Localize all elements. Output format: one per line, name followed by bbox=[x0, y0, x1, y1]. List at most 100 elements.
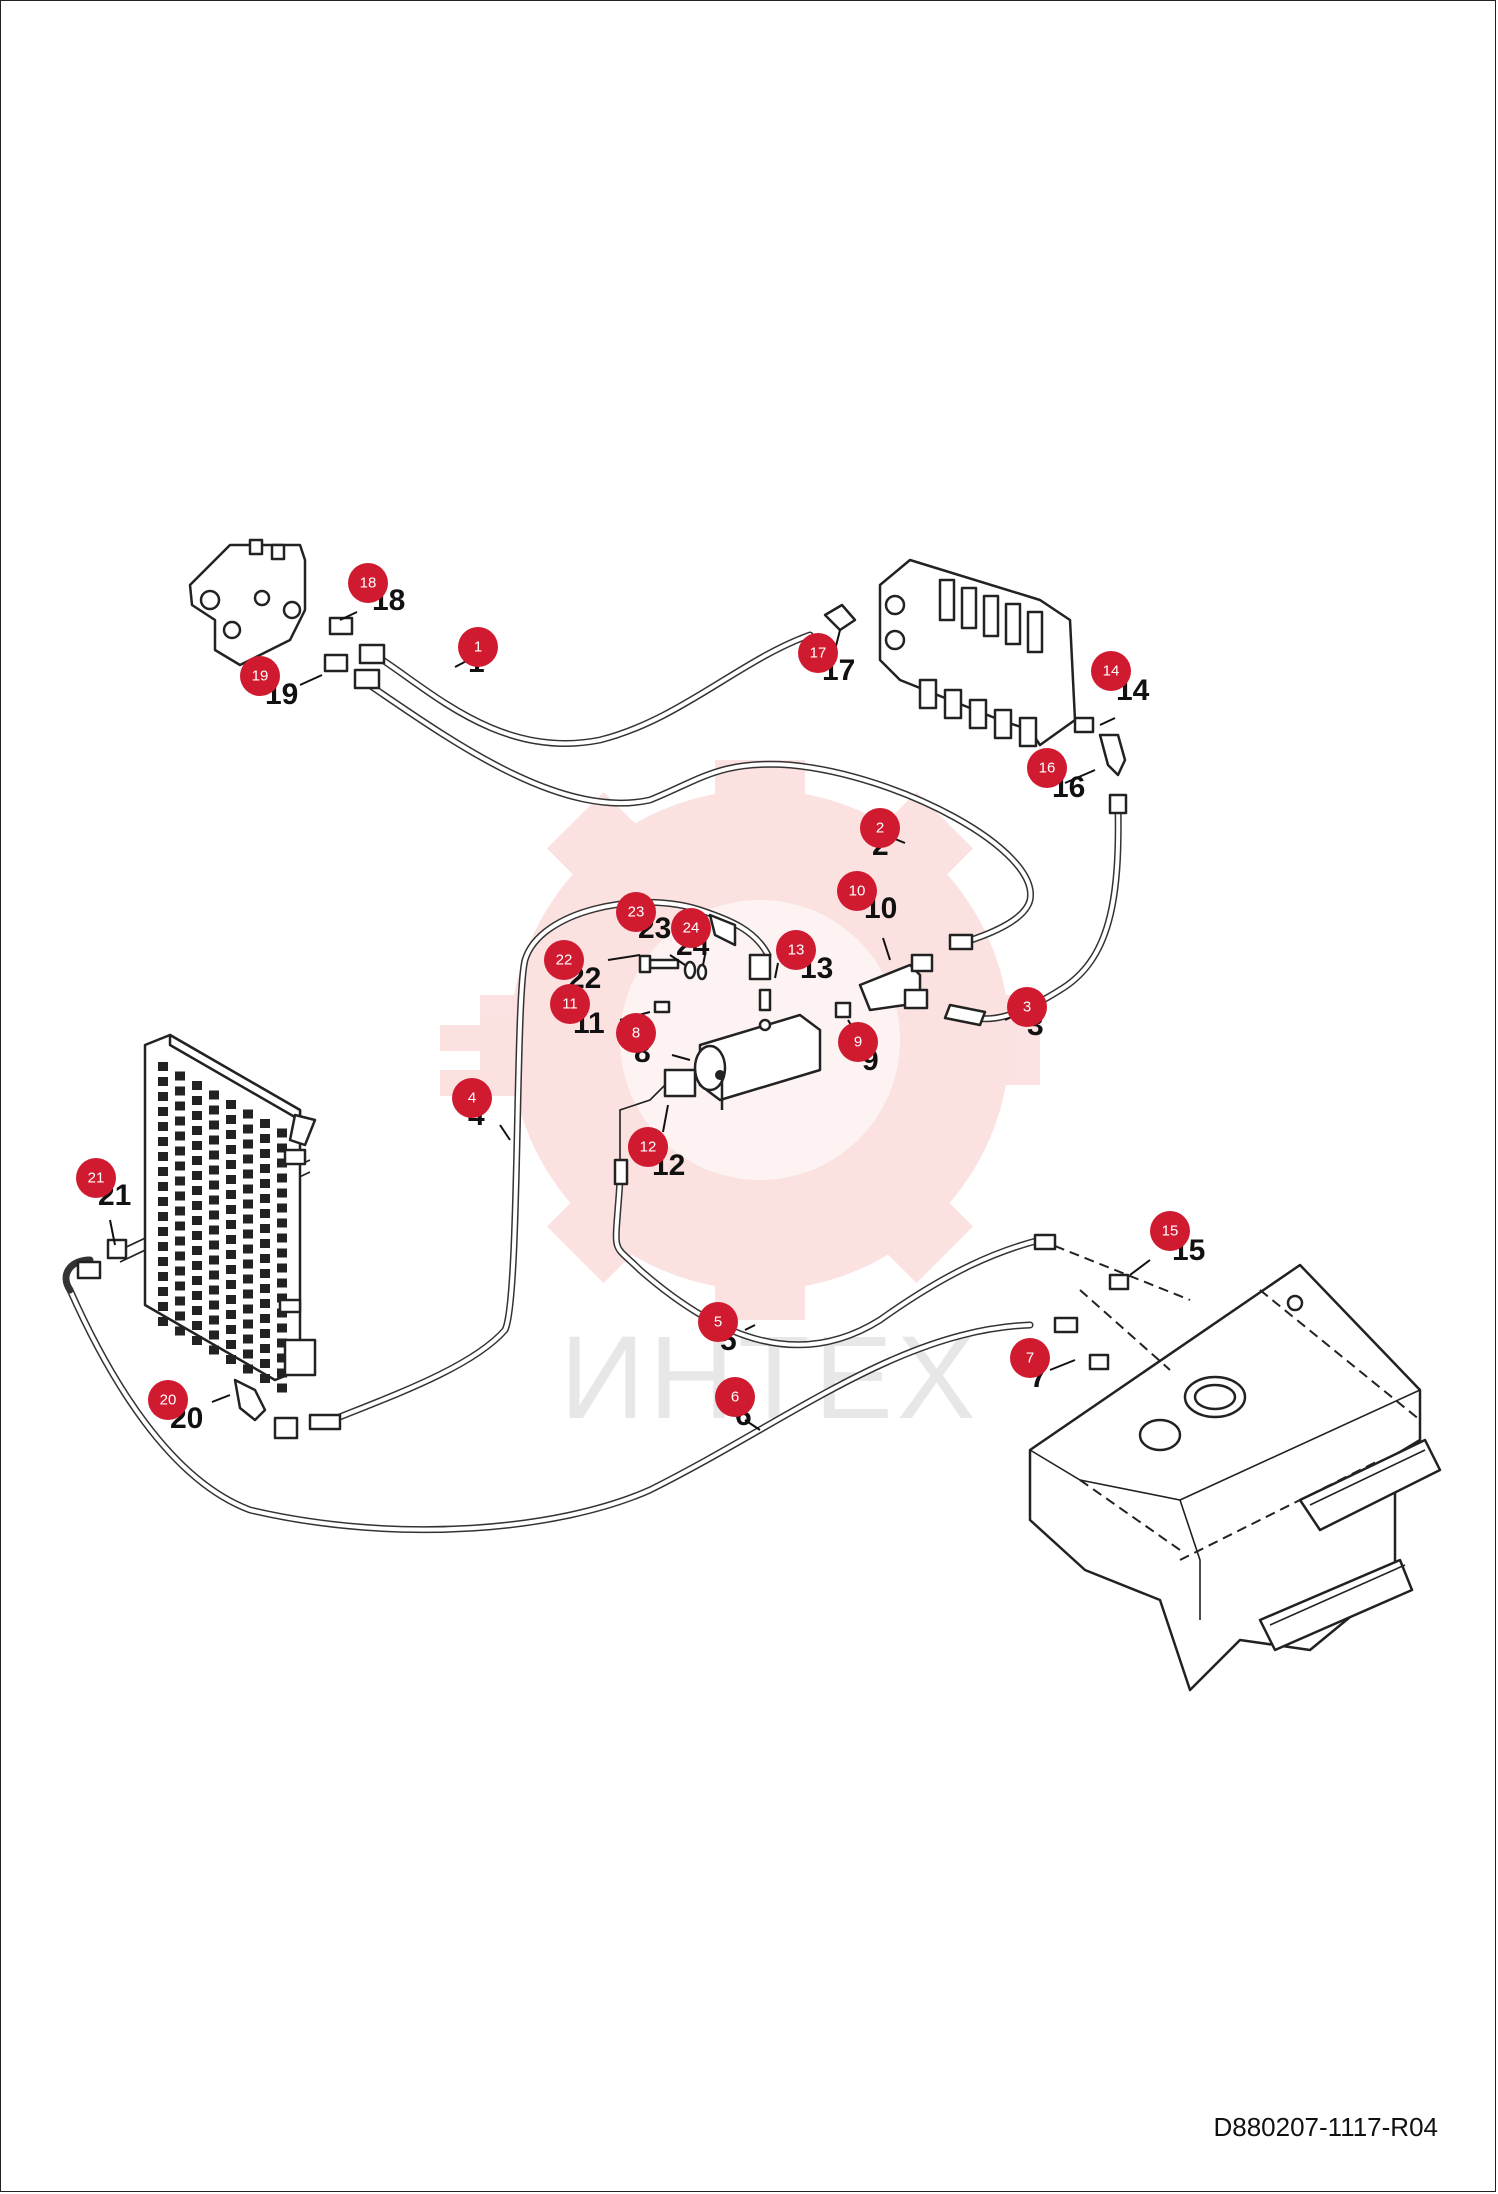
grille-slot bbox=[209, 1315, 219, 1325]
grille-slot bbox=[226, 1130, 236, 1139]
badge-text-12: 12 bbox=[640, 1139, 657, 1156]
grille-slot bbox=[209, 1210, 219, 1220]
badge-text-3: 3 bbox=[1023, 999, 1031, 1016]
callout-badge-13[interactable]: 13 bbox=[776, 930, 816, 970]
callout-badge-16[interactable]: 16 bbox=[1027, 748, 1067, 788]
priority-valve bbox=[188, 538, 386, 690]
callout-badge-10[interactable]: 10 bbox=[837, 871, 877, 911]
hoses bbox=[62, 631, 1122, 1534]
callout-badge-20[interactable]: 20 bbox=[148, 1380, 188, 1420]
badge-circle-23 bbox=[616, 892, 656, 932]
grille-slot bbox=[277, 1233, 287, 1243]
grille-slot bbox=[226, 1250, 236, 1259]
grille-slot bbox=[226, 1235, 236, 1244]
badge-circle-12 bbox=[628, 1127, 668, 1167]
callout-badge-18[interactable]: 18 bbox=[348, 563, 388, 603]
grille-slot bbox=[277, 1278, 287, 1288]
grille-slot bbox=[158, 1062, 168, 1071]
grille-slot bbox=[226, 1160, 236, 1169]
grille-slot bbox=[175, 1236, 185, 1246]
badge-circle-6 bbox=[715, 1377, 755, 1417]
grille-slot bbox=[226, 1340, 236, 1349]
grille-slot bbox=[175, 1281, 185, 1291]
badge-circle-5 bbox=[698, 1302, 738, 1342]
grille-slot bbox=[158, 1092, 168, 1101]
grille-slot bbox=[192, 1186, 202, 1195]
grille-slot bbox=[243, 1244, 253, 1254]
grille-slot bbox=[158, 1227, 168, 1236]
callout-badge-12[interactable]: 12 bbox=[628, 1127, 668, 1167]
grille-slot bbox=[226, 1265, 236, 1274]
grille-slot bbox=[260, 1284, 270, 1293]
callout-badge-3[interactable]: 3 bbox=[1007, 987, 1047, 1027]
grille-slot bbox=[260, 1359, 270, 1368]
callout-badge-1[interactable]: 1 bbox=[458, 627, 498, 667]
grille-slot bbox=[277, 1263, 287, 1273]
callout-badge-23[interactable]: 23 bbox=[616, 892, 656, 932]
badge-circle-17 bbox=[798, 633, 838, 673]
grille-slot bbox=[209, 1195, 219, 1205]
grille-slot bbox=[243, 1124, 253, 1134]
grille-slot bbox=[243, 1274, 253, 1284]
grille-slot bbox=[260, 1164, 270, 1173]
grille-slot bbox=[209, 1120, 219, 1130]
oil-cooler bbox=[76, 1033, 342, 1440]
callout-badge-6[interactable]: 6 bbox=[715, 1377, 755, 1417]
grille-slot bbox=[260, 1209, 270, 1218]
badge-text-18: 18 bbox=[360, 575, 377, 592]
callout-badge-9[interactable]: 9 bbox=[838, 1022, 878, 1062]
grille-slot bbox=[277, 1338, 287, 1348]
grille-slot bbox=[277, 1368, 287, 1378]
grille-slot bbox=[226, 1205, 236, 1214]
grille-slot bbox=[209, 1135, 219, 1145]
badge-text-9: 9 bbox=[854, 1034, 862, 1051]
grille-slot bbox=[260, 1299, 270, 1308]
grille-slot bbox=[192, 1246, 202, 1255]
badge-text-15: 15 bbox=[1162, 1223, 1179, 1240]
callout-badge-5[interactable]: 5 bbox=[698, 1302, 738, 1342]
callout-badge-14[interactable]: 14 bbox=[1091, 651, 1131, 691]
callout-badge-11[interactable]: 11 bbox=[550, 984, 590, 1024]
callout-badge-2[interactable]: 2 bbox=[860, 808, 900, 848]
callout-badge-19[interactable]: 19 bbox=[240, 656, 280, 696]
grille-slot bbox=[243, 1349, 253, 1359]
grille-slot bbox=[277, 1128, 287, 1138]
callout-badge-15[interactable]: 15 bbox=[1150, 1211, 1190, 1251]
badge-text-17: 17 bbox=[810, 645, 827, 662]
grille-slot bbox=[175, 1206, 185, 1216]
grille-slot bbox=[260, 1134, 270, 1143]
grille-slot bbox=[260, 1149, 270, 1158]
grille-slot bbox=[175, 1086, 185, 1096]
grille-slot bbox=[243, 1364, 253, 1374]
grille-slot bbox=[260, 1194, 270, 1203]
grille-slot bbox=[175, 1071, 185, 1081]
badge-circle-15 bbox=[1150, 1211, 1190, 1251]
badge-circle-4 bbox=[452, 1078, 492, 1118]
badge-text-7: 7 bbox=[1026, 1350, 1034, 1367]
grille-slot bbox=[209, 1270, 219, 1280]
grille-slot bbox=[243, 1304, 253, 1314]
grille-slot bbox=[192, 1231, 202, 1240]
callout-badge-17[interactable]: 17 bbox=[798, 633, 838, 673]
hydraulic-tank bbox=[1028, 1233, 1442, 1692]
callout-badge-4[interactable]: 4 bbox=[452, 1078, 492, 1118]
callout-badge-22[interactable]: 22 bbox=[544, 940, 584, 980]
grille-slot bbox=[209, 1150, 219, 1160]
grille-slot bbox=[226, 1325, 236, 1334]
badge-text-24: 24 bbox=[683, 920, 700, 937]
grille-slot bbox=[158, 1272, 168, 1281]
grille-slot bbox=[158, 1182, 168, 1191]
badge-circle-11 bbox=[550, 984, 590, 1024]
grille-slot bbox=[260, 1119, 270, 1128]
callout-badge-21[interactable]: 21 bbox=[76, 1158, 116, 1198]
badge-circle-22 bbox=[544, 940, 584, 980]
callout-badge-8[interactable]: 8 bbox=[616, 1013, 656, 1053]
grille-slot bbox=[226, 1220, 236, 1229]
callout-badge-7[interactable]: 7 bbox=[1010, 1338, 1050, 1378]
badge-circle-2 bbox=[860, 808, 900, 848]
callout-badge-24[interactable]: 24 bbox=[671, 908, 711, 948]
grille-slot bbox=[175, 1221, 185, 1231]
